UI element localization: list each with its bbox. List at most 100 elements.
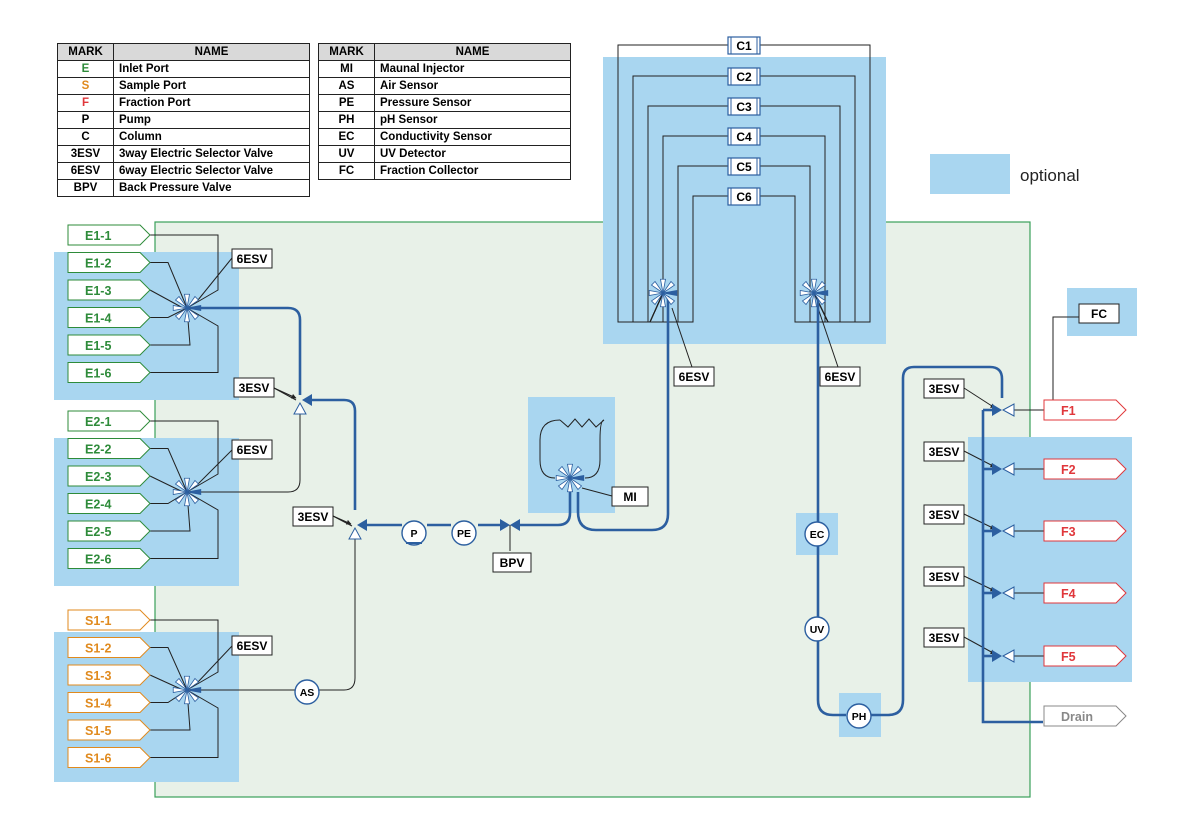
- legend-name: 3way Electric Selector Valve: [113, 145, 310, 163]
- legend-mark: F: [57, 94, 114, 112]
- inlet-e1-port-3: E1-3: [67, 279, 151, 301]
- legend-name: Inlet Port: [113, 60, 310, 78]
- legend-mark: EC: [318, 128, 375, 146]
- column-label: C2: [736, 70, 752, 84]
- legend-name: Column: [113, 128, 310, 146]
- label-3esv-lower: 3ESV: [292, 506, 334, 527]
- port-label: F3: [1061, 525, 1076, 539]
- label-3esv-f2: 3ESV: [923, 441, 965, 462]
- inlet-e2-port-5: E2-5: [67, 520, 151, 542]
- legend-mark: 3ESV: [57, 145, 114, 163]
- manual-injector-valve: [555, 463, 585, 493]
- optional-columns: [603, 57, 886, 344]
- optional-mi: [528, 397, 615, 513]
- legend-name: Fraction Collector: [374, 162, 571, 180]
- label-3esv-f3: 3ESV: [923, 504, 965, 525]
- label-6esv-column-out: 6ESV: [819, 366, 861, 387]
- inlet-e1-port-1: E1-1: [67, 224, 151, 246]
- six-way-valve-e1: [172, 293, 202, 323]
- sensor-label: AS: [300, 687, 315, 699]
- label-mi: MI: [611, 486, 649, 507]
- fraction-port-f4: F4: [1043, 582, 1127, 604]
- port-label: F5: [1061, 650, 1076, 664]
- legend-mark: UV: [318, 145, 375, 163]
- column-c5: C5: [727, 157, 761, 176]
- inlet-e2-port-6: E2-6: [67, 548, 151, 569]
- legend-mark: S: [57, 77, 114, 95]
- optional-legend-text: optional: [1020, 166, 1080, 185]
- uv-detector: UV: [804, 616, 830, 642]
- component-label: 6ESV: [237, 252, 268, 266]
- column-label: C5: [736, 160, 752, 174]
- component-label: 6ESV: [237, 639, 268, 653]
- legend-name: Conductivity Sensor: [374, 128, 571, 146]
- port-label: E2-2: [85, 443, 111, 457]
- optional-ph: [839, 693, 881, 737]
- component-label: 3ESV: [929, 382, 960, 396]
- legend-name: Maunal Injector: [374, 60, 571, 78]
- label-bpv: BPV: [492, 552, 532, 573]
- legend-mark: C: [57, 128, 114, 146]
- legend-header-name: NAME: [113, 43, 310, 61]
- port-label: E1-3: [85, 284, 111, 298]
- inlet-e1-port-2: E1-2: [67, 252, 151, 273]
- fraction-port-f3: F3: [1043, 520, 1127, 542]
- port-label: E2-5: [85, 525, 111, 539]
- optional-e1: [54, 252, 239, 400]
- component-label: 3ESV: [929, 445, 960, 459]
- port-label: E1-4: [85, 312, 111, 326]
- legend-mark: PH: [318, 111, 375, 129]
- label-3esv-upper: 3ESV: [233, 377, 275, 398]
- component-label: FC: [1091, 307, 1107, 321]
- legend-name: Air Sensor: [374, 77, 571, 95]
- inlet-e1-port-4: E1-4: [67, 307, 151, 328]
- legend-mark: E: [57, 60, 114, 78]
- fraction-port-f5: F5: [1043, 645, 1127, 667]
- legend-mark: P: [57, 111, 114, 129]
- port-label: E2-4: [85, 498, 111, 512]
- label-6esv-s1: 6ESV: [231, 635, 273, 656]
- sensor-label: EC: [810, 529, 825, 541]
- sample-s1-port-4: S1-4: [67, 692, 151, 713]
- component-label: BPV: [500, 556, 525, 570]
- port-label: S1-3: [85, 669, 111, 683]
- legend-name: Pressure Sensor: [374, 94, 571, 112]
- port-label: E2-6: [85, 553, 111, 567]
- column-c1: C1: [727, 36, 761, 55]
- legend-name: Pump: [113, 111, 310, 129]
- sensor-label: P: [410, 528, 417, 540]
- sample-s1-port-2: S1-2: [67, 637, 151, 658]
- six-way-valve-e2: [172, 477, 202, 507]
- label-fc: FC: [1078, 303, 1120, 324]
- mi-coil: [559, 418, 605, 428]
- optional-s1: [54, 632, 239, 782]
- sensor-label: UV: [810, 624, 825, 636]
- sample-s1-port-3: S1-3: [67, 664, 151, 686]
- component-label: 3ESV: [298, 510, 329, 524]
- component-label: 6ESV: [679, 370, 710, 384]
- port-label: S1-6: [85, 752, 111, 766]
- port-label: S1-1: [85, 614, 111, 628]
- inlet-e2-port-3: E2-3: [67, 465, 151, 487]
- component-label: MI: [623, 490, 636, 504]
- sample-s1-port-1: S1-1: [67, 609, 151, 631]
- optional-fc: [1067, 288, 1137, 336]
- legend-header-mark: MARK: [57, 43, 114, 61]
- port-label: S1-2: [85, 642, 111, 656]
- column-c4: C4: [727, 127, 761, 146]
- three-way-valves: [293, 401, 1015, 663]
- inlet-e1-port-5: E1-5: [67, 334, 151, 356]
- legend-header-name: NAME: [374, 43, 571, 61]
- fraction-port-f2: F2: [1043, 458, 1127, 480]
- label-3esv-f1: 3ESV: [923, 378, 965, 399]
- port-label: F2: [1061, 463, 1076, 477]
- column-c2: C2: [727, 67, 761, 86]
- sensor-label: PH: [852, 711, 867, 723]
- drain-port: Drain: [1043, 705, 1127, 727]
